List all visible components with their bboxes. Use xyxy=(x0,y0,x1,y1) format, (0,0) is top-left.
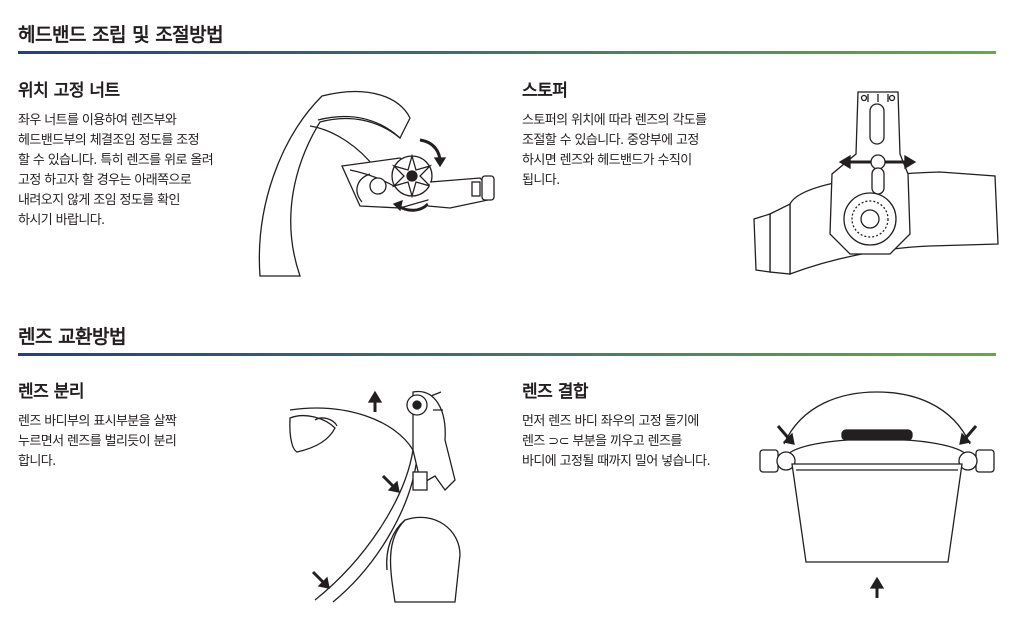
text-stopper: 스토퍼의 위치에 따라 렌즈의 각도를 조절할 수 있습니다. 중앙부에 고정 … xyxy=(522,111,740,191)
text-line: 헤드밴드부의 체결조임 정도를 조정 xyxy=(18,133,200,148)
section-title-headband: 헤드밴드 조립 및 조절방법 xyxy=(18,24,224,46)
text-line: 렌즈 ⊃⊂ 부분을 끼우고 렌즈를 xyxy=(522,434,682,449)
subtitle-position-nut: 위치 고정 너트 xyxy=(18,81,120,101)
section-title-lens: 렌즈 교환방법 xyxy=(18,326,127,348)
subtitle-lens-separate: 렌즈 분리 xyxy=(18,382,84,402)
illustration-lens-combine xyxy=(752,384,1002,604)
text-lens-combine: 먼저 렌즈 바디 좌우의 고정 돌기에 렌즈 ⊃⊂ 부분을 끼우고 렌즈를 바디… xyxy=(522,412,746,472)
subtitle-lens-combine: 렌즈 결합 xyxy=(522,382,588,402)
text-line: 고정 하고자 할 경우는 아래쪽으로 xyxy=(18,173,192,188)
text-line: 하시기 바랍니다. xyxy=(18,213,105,228)
illustration-lens-separate xyxy=(285,380,495,605)
text-line: 하시면 렌즈와 헤드밴드가 수직이 xyxy=(522,153,692,168)
section-divider-headband xyxy=(18,51,996,54)
text-line: 합니다. xyxy=(18,454,56,469)
illustration-position-nut xyxy=(250,78,510,283)
text-line: 렌즈 바디부의 표시부분을 살짝 xyxy=(18,414,177,429)
section-divider-lens xyxy=(18,353,996,356)
text-line: 됩니다. xyxy=(522,173,560,188)
text-line: 바디에 고정될 때까지 밀어 넣습니다. xyxy=(522,454,711,469)
illustration-stopper xyxy=(750,84,1000,284)
text-position-nut: 좌우 너트를 이용하여 렌즈부와 헤드밴드부의 체결조임 정도를 조정 할 수 … xyxy=(18,111,238,231)
text-line: 스토퍼의 위치에 따라 렌즈의 각도를 xyxy=(522,113,707,128)
subtitle-stopper: 스토퍼 xyxy=(522,81,568,101)
text-line: 조절할 수 있습니다. 중앙부에 고정 xyxy=(522,133,699,148)
text-line: 먼저 렌즈 바디 좌우의 고정 돌기에 xyxy=(522,414,699,429)
text-line: 누르면서 렌즈를 벌리듯이 분리 xyxy=(18,434,177,449)
text-line: 할 수 있습니다. 특히 렌즈를 위로 올려 xyxy=(18,153,214,168)
text-lens-separate: 렌즈 바디부의 표시부분을 살짝 누르면서 렌즈를 벌리듯이 분리 합니다. xyxy=(18,412,240,472)
text-line: 내려오지 않게 조임 정도를 확인 xyxy=(18,193,180,208)
text-line: 좌우 너트를 이용하여 렌즈부와 xyxy=(18,113,177,128)
